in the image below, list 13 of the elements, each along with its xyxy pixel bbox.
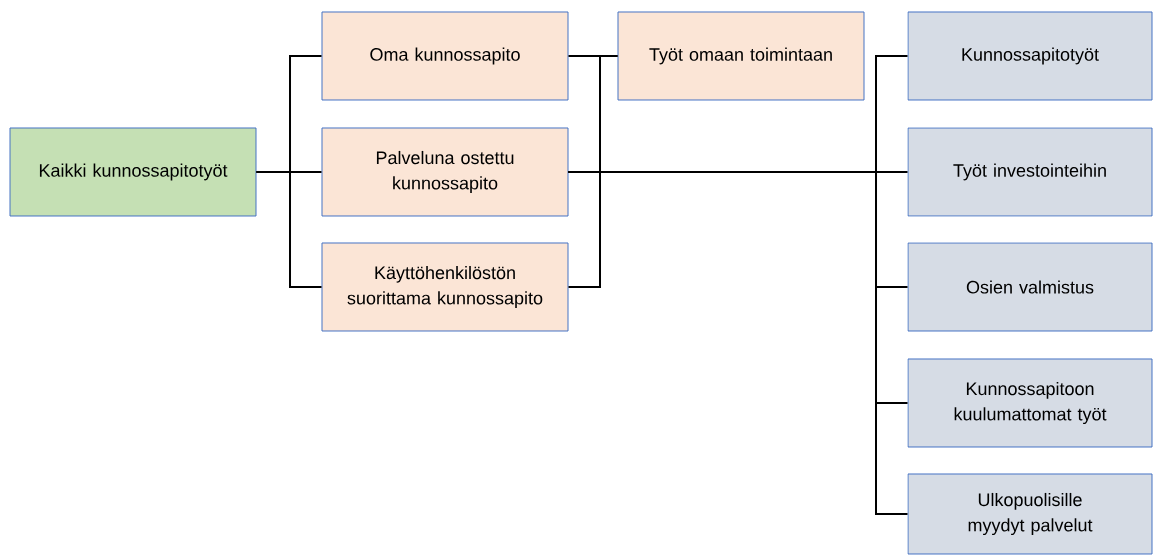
category-box: Oma kunnossapito bbox=[321, 11, 569, 101]
category-box: Ulkopuolisille myydyt palvelut bbox=[907, 473, 1153, 555]
connector-line bbox=[567, 55, 619, 288]
category-box: Kaikki kunnossapitotyöt bbox=[9, 127, 257, 217]
category-box: Kunnossapitoon kuulumattomat työt bbox=[907, 358, 1153, 448]
category-box: Työt omaan toimintaan bbox=[617, 11, 865, 101]
category-box: Osien valmistus bbox=[907, 242, 1153, 332]
connector-line bbox=[567, 171, 909, 515]
category-box: Palveluna ostettu kunnossapito bbox=[321, 127, 569, 217]
connector-line bbox=[255, 171, 323, 288]
category-box: Käyttöhenkilöstön suorittama kunnossapito bbox=[321, 242, 569, 332]
category-box: Kunnossapitotyöt bbox=[907, 11, 1153, 101]
category-box: Työt investointeihin bbox=[907, 127, 1153, 217]
